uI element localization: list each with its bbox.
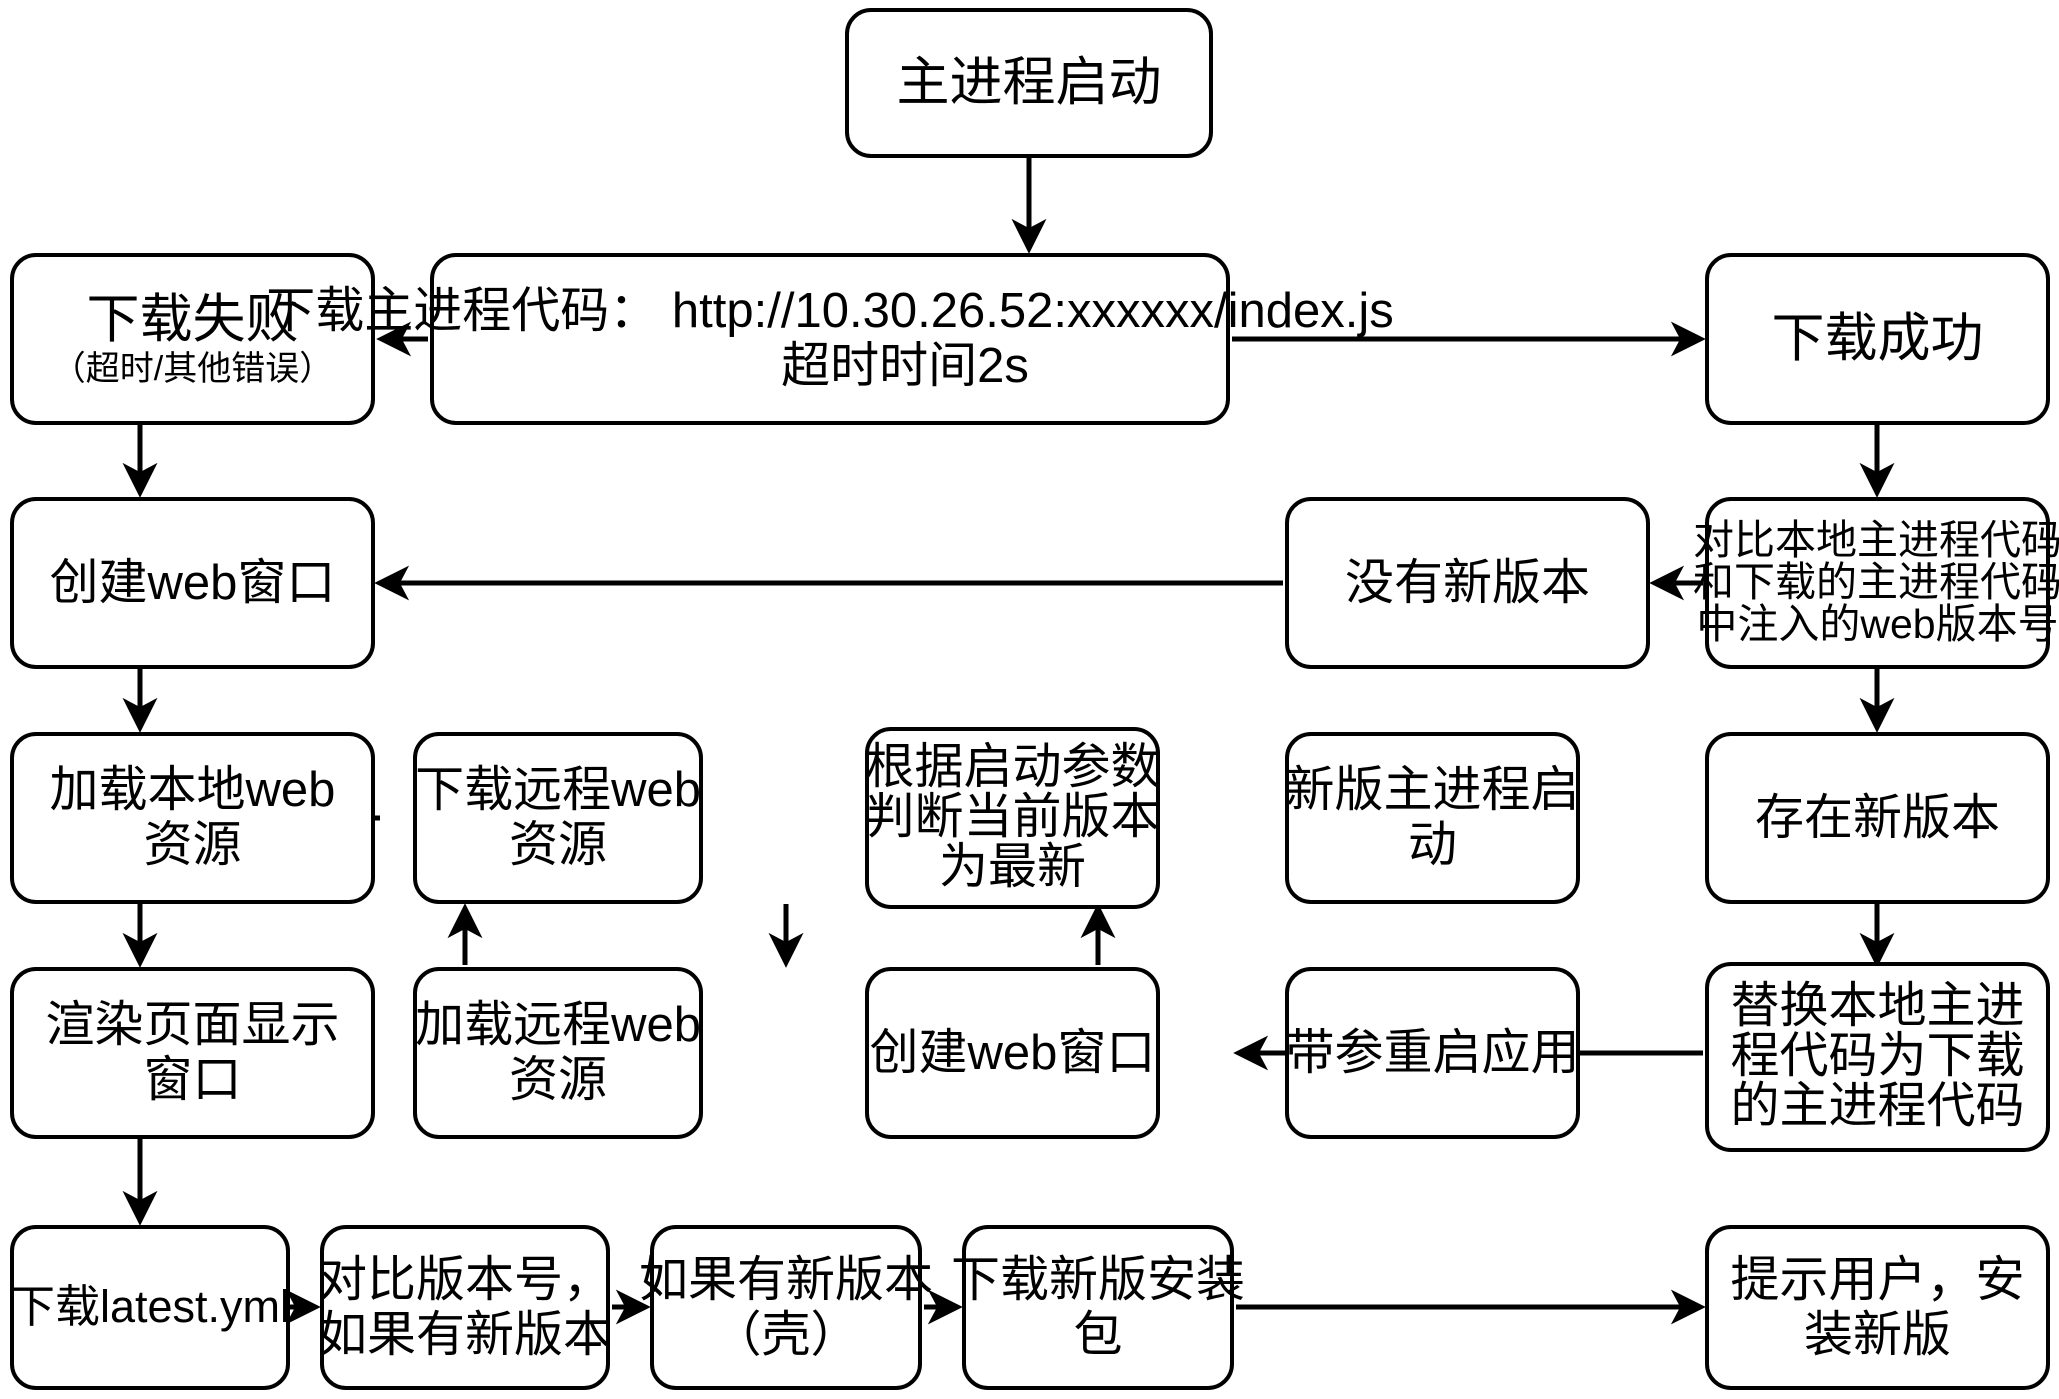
node-label-line3: 为最新 (938, 839, 1086, 894)
node-notify-user-install[interactable]: 提示用户，安 装新版 (1705, 1225, 2050, 1390)
node-label-line1: 对比版本号， (318, 1252, 613, 1307)
node-if-new-version-shell[interactable]: 如果有新版本 （壳） (639, 1225, 933, 1390)
node-label-line1: 对比本地主进程代码 (1693, 517, 2059, 564)
node-label-line2: 资源 (143, 818, 242, 872)
node-label-line1: 下载主进程代码： http://10.30.26.52:xxxxxx/index… (266, 284, 1394, 339)
node-label-line2: 装新版 (1803, 1307, 1951, 1362)
node-label-line2: 窗口 (143, 1053, 242, 1107)
node-label-line1: 渲染页面显示 (45, 998, 340, 1053)
node-label-line1: 加载本地web (49, 763, 336, 818)
node-label-line3: 的主进程代码 (1730, 1078, 2025, 1133)
node-label-line2: 资源 (508, 818, 607, 872)
node-restart-with-args[interactable]: 带参重启应用 (1285, 967, 1580, 1139)
node-label-line1: 根据启动参数 (865, 740, 1160, 795)
node-label-line1: 下载远程web (415, 763, 701, 818)
node-label-line1: 新版主进程启 (1285, 763, 1580, 818)
node-compare-version-number[interactable]: 对比版本号， 如果有新版本 (318, 1225, 613, 1390)
node-label-line2: 如果有新版本 (318, 1307, 613, 1362)
node-label-line1: 加载远程web (415, 998, 701, 1053)
node-download-latest-yml[interactable]: 下载latest.yml (10, 1225, 290, 1390)
node-label: 下载成功 (1771, 309, 1984, 369)
node-render-page-show-window[interactable]: 渲染页面显示 窗口 (10, 967, 375, 1139)
node-label: 创建web窗口 (49, 555, 336, 610)
node-label-line1: 提示用户，安 (1730, 1252, 2025, 1307)
node-download-failed[interactable]: 下载失败 （超时/其他错误） (10, 253, 375, 425)
node-download-main-process-code[interactable]: 下载主进程代码： http://10.30.26.52:xxxxxx/index… (266, 253, 1394, 425)
node-create-web-window-local[interactable]: 创建web窗口 (10, 497, 375, 669)
node-label: 下载失败 (86, 290, 299, 350)
node-label-line2: （壳） (712, 1307, 860, 1362)
node-load-remote-web-resource[interactable]: 加载远程web 资源 (413, 967, 703, 1139)
node-label: 下载latest.yml (9, 1281, 291, 1333)
node-main-process-start[interactable]: 主进程启动 (845, 8, 1213, 158)
node-label-line2: 程代码为下载 (1730, 1029, 2025, 1084)
node-download-new-installer[interactable]: 下载新版安装 包 (951, 1225, 1245, 1390)
node-has-new-version[interactable]: 存在新版本 (1705, 732, 2050, 904)
node-label-line1: 替换本地主进 (1730, 979, 2025, 1034)
node-label-line1: 下载新版安装 (951, 1252, 1246, 1307)
node-label: 带参重启应用 (1285, 1025, 1580, 1080)
node-label: 主进程启动 (896, 53, 1162, 113)
node-compare-web-version[interactable]: 对比本地主进程代码 和下载的主进程代码 中注入的web版本号 (1693, 497, 2059, 669)
node-label-line2: 判断当前版本 (865, 790, 1160, 845)
node-label: 创建web窗口 (869, 1025, 1156, 1080)
node-label-line3: 中注入的web版本号 (1696, 600, 2059, 647)
node-label-line2: 动 (1407, 818, 1457, 872)
node-label-line1: 如果有新版本 (639, 1252, 934, 1307)
node-no-new-version[interactable]: 没有新版本 (1285, 497, 1650, 669)
node-judge-current-version-latest[interactable]: 根据启动参数 判断当前版本 为最新 (865, 727, 1160, 909)
node-label: 存在新版本 (1754, 790, 2000, 845)
node-label-line2: 包 (1073, 1307, 1123, 1362)
node-download-remote-web-resource[interactable]: 下载远程web 资源 (413, 732, 703, 904)
node-download-success[interactable]: 下载成功 (1705, 253, 2050, 425)
node-new-main-process-start[interactable]: 新版主进程启 动 (1285, 732, 1580, 904)
node-replace-local-main-process-code[interactable]: 替换本地主进 程代码为下载 的主进程代码 (1705, 962, 2050, 1152)
node-load-local-web-resource[interactable]: 加载本地web 资源 (10, 732, 375, 904)
node-label-line2: 资源 (508, 1053, 607, 1107)
node-create-web-window-remote[interactable]: 创建web窗口 (865, 967, 1160, 1139)
node-label-line2: 超时时间2s (781, 339, 1029, 393)
node-sublabel: （超时/其他错误） (51, 349, 334, 388)
node-label-line2: 和下载的主进程代码 (1693, 559, 2059, 606)
node-label: 没有新版本 (1344, 555, 1590, 610)
